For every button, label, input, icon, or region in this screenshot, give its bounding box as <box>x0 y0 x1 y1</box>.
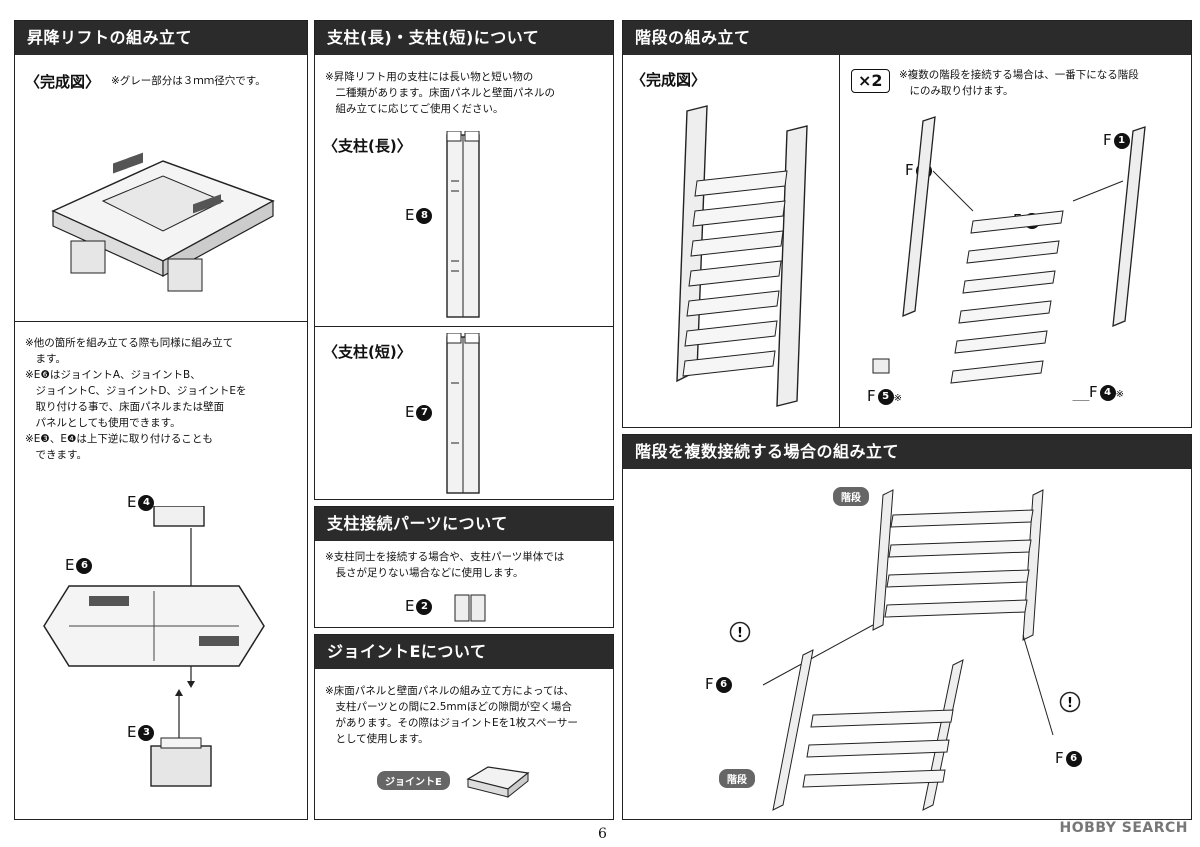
connector-illustration <box>454 594 486 622</box>
panel-title: 支柱(長)・支柱(短)について <box>315 21 613 55</box>
short-pillar-illustration <box>446 333 480 494</box>
long-pillar-label: 〈支柱(長)〉 <box>323 137 412 155</box>
stairs-divider <box>839 55 840 427</box>
complete-label: 〈完成図〉 <box>631 71 707 89</box>
complete-note: ※グレー部分は３ｍｍ径穴です。 <box>111 75 266 87</box>
page-number: 6 <box>598 826 607 842</box>
short-pillar-label: 〈支柱(短)〉 <box>323 343 412 361</box>
panel-title: 支柱接続パーツについて <box>315 507 613 541</box>
lift-exploded-illustration <box>43 506 265 787</box>
pillar-notes: ※昇降リフト用の支柱には長い物と短い物の 二種類があります。床面パネルと壁面パネ… <box>325 71 555 115</box>
panel-lift-assembly: 昇降リフトの組み立て 〈完成図〉 ※グレー部分は３ｍｍ径穴です。 ※他の箇所を組… <box>14 20 308 820</box>
stairs-notes: ※複数の階段を接続する場合は、一番下になる階段 にのみ取り付けます。 <box>899 69 1139 97</box>
panel-joint-e: ジョイントEについて ※床面パネルと壁面パネルの組み立て方によっては、 支柱パー… <box>314 634 614 820</box>
pillar-divider <box>315 326 613 327</box>
stairs-complete-illustration <box>676 105 808 407</box>
connector-notes: ※支柱同士を接続する場合や、支柱パーツ単体では 長さが足りない場合などに使用しま… <box>325 551 565 579</box>
quantity-badge: ×2 <box>851 69 890 93</box>
stairs-exploded-illustration <box>872 116 1146 401</box>
joint-notes: ※床面パネルと壁面パネルの組み立て方によっては、 支柱パーツとの間に2.5mmほ… <box>325 685 578 745</box>
lift-divider <box>15 321 307 322</box>
svg-text:!: ! <box>737 626 743 641</box>
warning-icon: ! <box>729 621 751 643</box>
complete-label: 〈完成図〉 <box>25 73 101 91</box>
long-pillar-illustration <box>446 131 480 318</box>
panel-title: 階段の組み立て <box>623 21 1191 55</box>
panel-title: 階段を複数接続する場合の組み立て <box>623 435 1191 469</box>
lift-notes: ※他の箇所を組み立てる際も同様に組み立て ます。 ※E❻はジョイントA、ジョイン… <box>25 337 247 461</box>
panel-title: 昇降リフトの組み立て <box>15 21 307 55</box>
lift-complete-illustration <box>51 152 275 292</box>
joint-e-illustration <box>466 766 530 799</box>
svg-text:!: ! <box>1067 696 1073 711</box>
warning-icon: ! <box>1059 691 1081 713</box>
panel-connector: 支柱接続パーツについて ※支柱同士を接続する場合や、支柱パーツ単体では 長さが足… <box>314 506 614 628</box>
panel-title: ジョイントEについて <box>315 635 613 669</box>
panel-stairs: 階段の組み立て 〈完成図〉 ×2 ※複数の階段を接続する場合は、一番下になる階段… <box>622 20 1192 428</box>
hobby-search-watermark: HOBBY SEARCH <box>1059 820 1188 836</box>
panel-pillars: 支柱(長)・支柱(短)について ※昇降リフト用の支柱には長い物と短い物の 二種類… <box>314 20 614 500</box>
multi-stairs-illustration <box>762 489 1054 811</box>
stairs-badge-top: 階段 <box>833 487 869 506</box>
stairs-badge-bottom: 階段 <box>719 769 755 788</box>
joint-e-badge: ジョイントE <box>377 771 450 790</box>
